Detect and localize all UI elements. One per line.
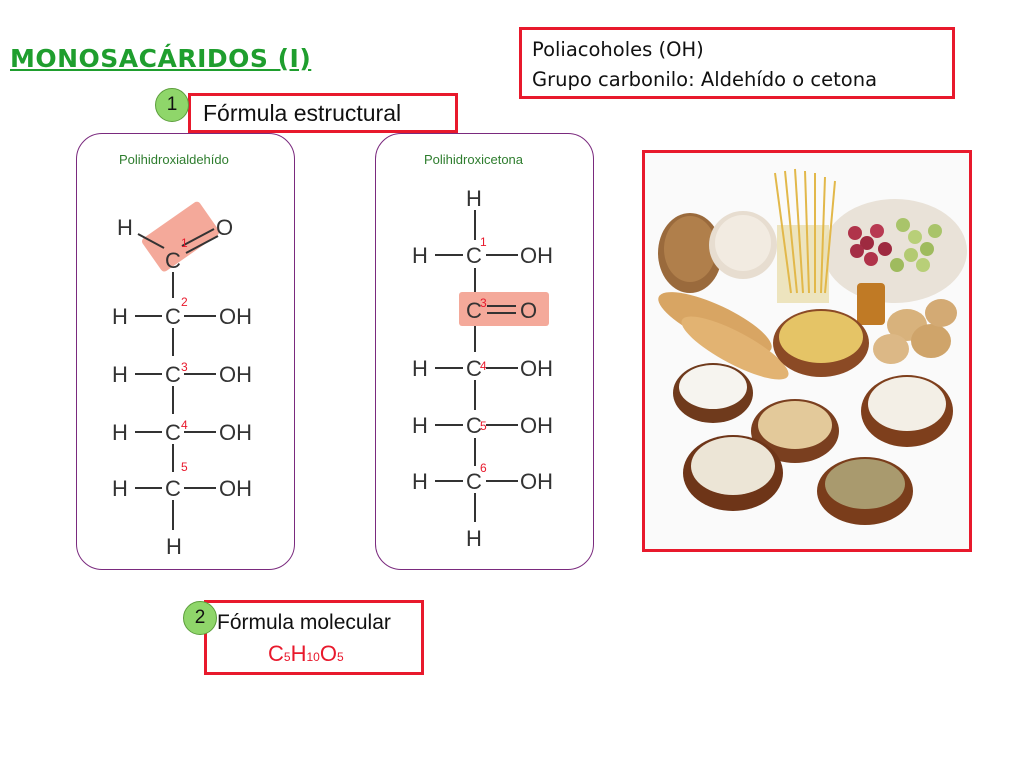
food-illustration (645, 153, 969, 549)
formula-o-count: 5 (336, 650, 344, 664)
badge-one: 1 (155, 88, 189, 122)
formula-h-count: 10 (306, 650, 320, 664)
formula-c: C (268, 641, 284, 666)
formula-h: H (290, 641, 307, 666)
badge-two: 2 (183, 601, 217, 635)
formula-c-count: 5 (283, 650, 291, 664)
food-photo (642, 150, 972, 552)
ketone-panel: Polihidroxicetona (375, 133, 594, 570)
molecular-formula-label: Fórmula molecular (217, 611, 391, 634)
grapes (848, 218, 942, 272)
structural-formula-label: Fórmula estructural (203, 100, 402, 126)
aldehyde-panel: Polihidroxialdehído (76, 133, 295, 570)
molecular-formula: C5H10O5 (268, 641, 344, 667)
info-box: Poliacoholes (OH) Grupo carbonilo: Aldeh… (519, 27, 955, 99)
aldehyde-title: Polihidroxialdehído (119, 152, 229, 167)
structural-formula-box: Fórmula estructural (188, 93, 458, 133)
formula-o: O (319, 641, 337, 666)
molecular-formula-box: Fórmula molecular (204, 600, 424, 675)
ketone-title: Polihidroxicetona (424, 152, 524, 167)
page-title: MONOSACÁRIDOS (I) (10, 44, 312, 73)
info-line-carbonyl: Grupo carbonilo: Aldehído o cetona (532, 68, 878, 91)
info-line-polyalcohols: Poliacoholes (OH) (532, 38, 704, 61)
